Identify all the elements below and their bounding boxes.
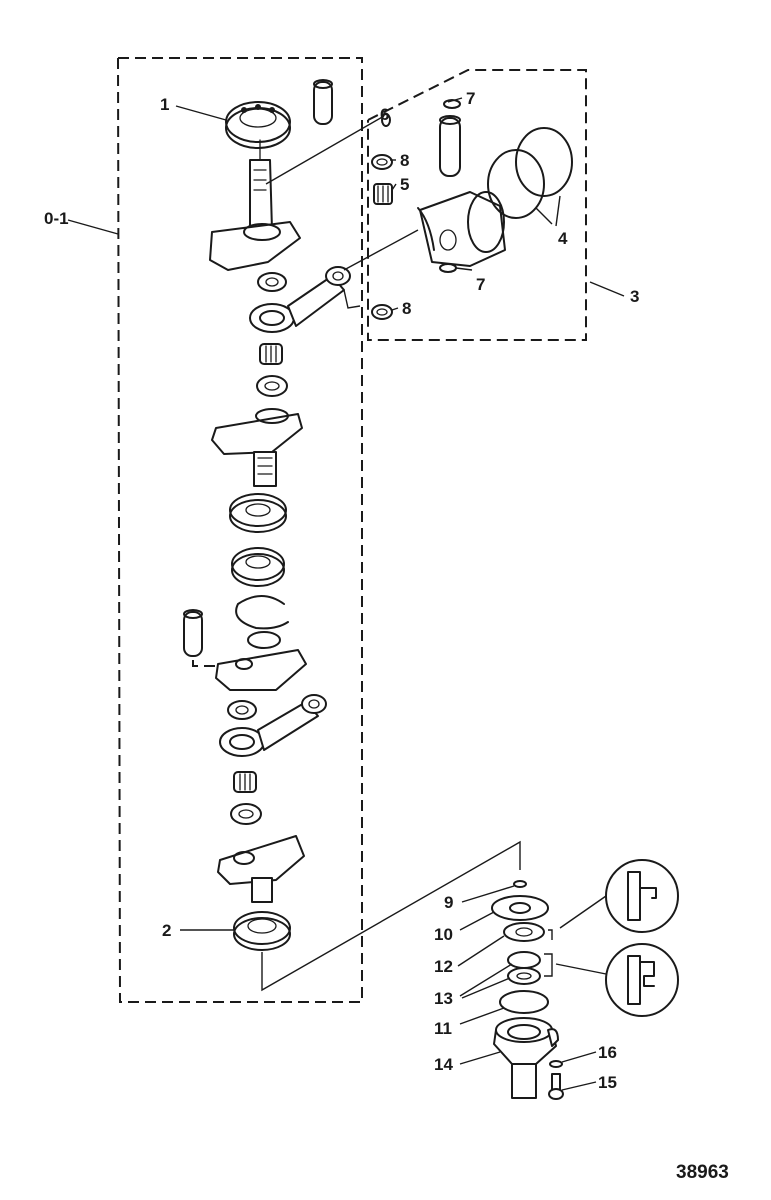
lower-seal-washer (491, 895, 549, 921)
callout-12: 12 (434, 957, 453, 976)
lock-ring-bottom (439, 263, 457, 273)
upper-connecting-rod (249, 266, 351, 333)
callout-8-top: 8 (400, 151, 409, 170)
callout-7-bottom: 7 (476, 275, 485, 294)
thrust-washer-bottom (371, 304, 393, 320)
callout-3: 3 (630, 287, 639, 306)
upper-bearing-cage (257, 272, 287, 292)
piston-assembly-box (367, 69, 587, 341)
needle-bearing-small (373, 183, 393, 205)
center-seal-lower (231, 547, 285, 587)
lock-ring-top (443, 99, 461, 109)
oil-seal-upper (503, 922, 545, 942)
mid-bearing-race (256, 375, 288, 397)
callout-14: 14 (434, 1055, 453, 1074)
leader-lines (67, 97, 625, 1091)
lower-bearing-race (230, 803, 262, 825)
lower-connecting-rod (219, 694, 327, 757)
callout-5: 5 (400, 175, 409, 194)
woodruff-key (381, 113, 391, 127)
callout-4: 4 (558, 229, 568, 248)
callout-13: 13 (434, 989, 453, 1008)
figure-number: 38963 (676, 1162, 729, 1183)
dowel-pin-lower (183, 609, 222, 667)
callout-6: 6 (380, 105, 389, 124)
piston-rings (487, 127, 573, 219)
callout-0-1: 0-1 (44, 209, 69, 228)
detail-seal-orientation-upper (559, 859, 679, 933)
upper-ball-bearing (225, 101, 291, 149)
lock-washer (549, 1060, 563, 1068)
callout-16: 16 (598, 1043, 617, 1062)
thrust-washer-top (371, 154, 393, 170)
wrist-pin (439, 115, 461, 177)
screw (548, 1073, 564, 1100)
center-seal-upper (229, 493, 287, 533)
callout-7-top: 7 (466, 89, 475, 108)
callout-10: 10 (434, 925, 453, 944)
oil-seal-lower (507, 951, 541, 985)
crankshaft-center-section (211, 408, 303, 487)
lower-seal-snap-ring (513, 880, 527, 888)
end-cap-housing (493, 1017, 559, 1099)
lower-ball-bearing (233, 911, 291, 951)
callout-11: 11 (434, 1019, 452, 1038)
crankshaft-bottom-section (217, 835, 305, 903)
o-ring (499, 990, 549, 1014)
lower-bearing-cage (227, 700, 257, 720)
callout-15: 15 (598, 1073, 617, 1092)
lower-needle-cage (233, 771, 257, 793)
callout-1: 1 (160, 95, 169, 114)
crankshaft-lower-middle-section (215, 631, 307, 691)
mid-needle-cage (259, 343, 283, 365)
callout-2: 2 (162, 921, 171, 940)
callout-9: 9 (444, 893, 453, 912)
retaining-ring (235, 595, 289, 630)
dowel-pin-top (313, 79, 333, 125)
crankshaft-top-section (209, 139, 301, 271)
piston (417, 191, 506, 267)
detail-seal-orientation-lower (555, 943, 679, 1017)
callout-8-bottom: 8 (402, 299, 411, 318)
crankshaft-assembly-box (117, 57, 363, 1003)
